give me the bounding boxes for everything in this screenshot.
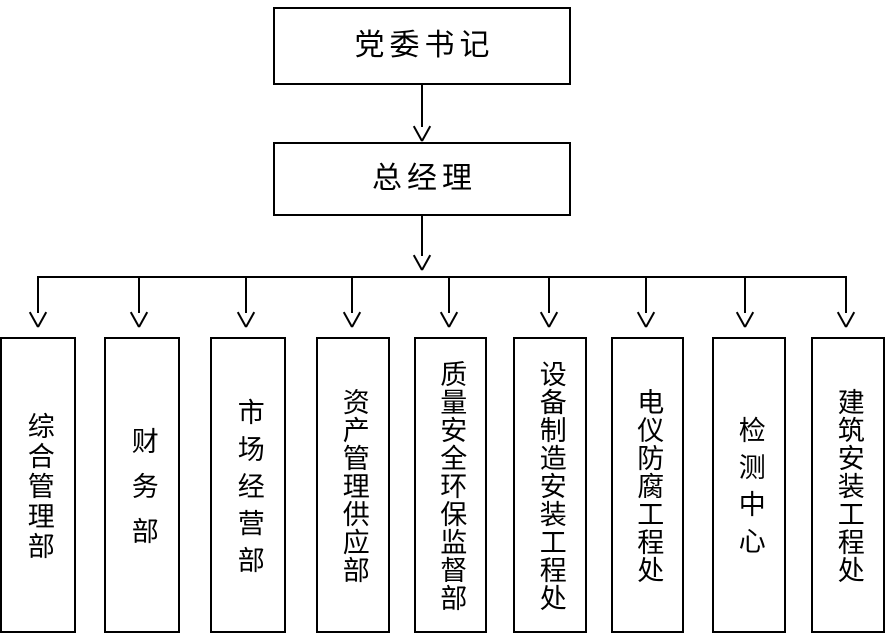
org-node-label: 总经理: [372, 161, 477, 196]
org-node-dept-8[interactable]: 检测中心: [712, 337, 786, 633]
org-node-label: 综合管理部: [22, 411, 54, 562]
org-node-dept-4[interactable]: 资产管理供应部: [316, 337, 390, 633]
org-node-label: 检测中心: [733, 416, 765, 564]
org-node-label: 质量安全环保监督部: [435, 359, 467, 612]
org-node-dept-3[interactable]: 市场经营部: [210, 337, 286, 633]
org-node-label: 市场经营部: [232, 397, 264, 583]
org-node-dept-5[interactable]: 质量安全环保监督部: [414, 337, 487, 633]
org-node-dept-1[interactable]: 综合管理部: [0, 337, 76, 633]
org-node-party-secretary[interactable]: 党委书记: [273, 7, 571, 85]
connector-drop-3: [245, 276, 247, 313]
connector-drop-6: [548, 276, 550, 313]
org-node-label: 资产管理供应部: [337, 387, 369, 584]
connector-bus-horizontal: [37, 276, 846, 278]
org-node-dept-7[interactable]: 电仪防腐工程处: [611, 337, 684, 633]
connector-drop-5: [448, 276, 450, 313]
org-node-label: 财务部: [126, 426, 158, 562]
org-node-dept-2[interactable]: 财务部: [104, 337, 180, 633]
org-node-label: 电仪防腐工程处: [632, 387, 664, 584]
connector-line-gm-to-bus: [421, 216, 423, 256]
org-node-dept-9[interactable]: 建筑安装工程处: [811, 337, 885, 633]
org-node-label: 党委书记: [354, 28, 495, 63]
connector-drop-4: [351, 276, 353, 313]
connector-drop-2: [138, 276, 140, 313]
connector-drop-8: [744, 276, 746, 313]
org-node-label: 建筑安装工程处: [832, 387, 864, 584]
connector-drop-1: [37, 276, 39, 313]
org-node-label: 设备制造安装工程处: [534, 359, 566, 612]
connector-drop-9: [845, 276, 847, 313]
connector-line-party-to-gm: [421, 85, 423, 127]
org-node-dept-6[interactable]: 设备制造安装工程处: [513, 337, 587, 633]
org-node-general-manager[interactable]: 总经理: [273, 142, 571, 216]
connector-drop-7: [645, 276, 647, 313]
